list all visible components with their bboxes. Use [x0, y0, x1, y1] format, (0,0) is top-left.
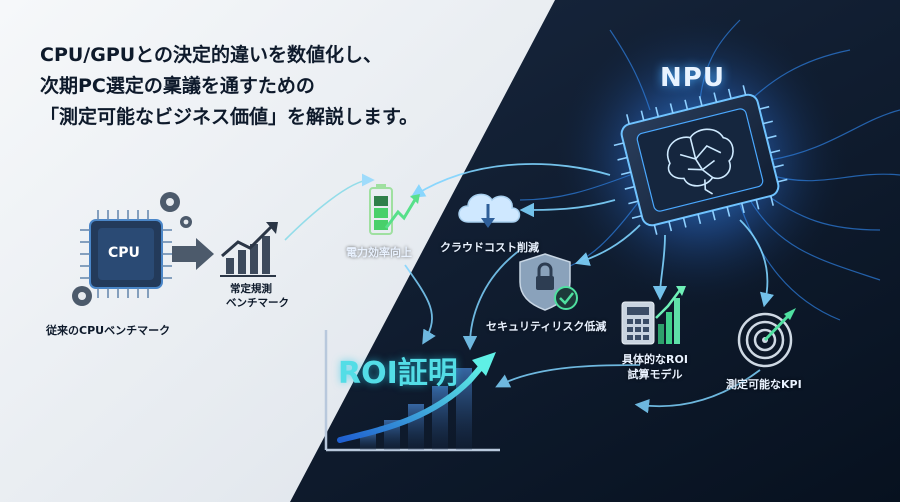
benefit-measurable-kpi: 測定可能なKPI — [726, 378, 802, 391]
target-icon — [737, 308, 796, 368]
benefit-cloud-cost: クラウドコスト削減 — [440, 241, 539, 254]
lock-shield-icon — [519, 253, 578, 311]
bar-chart-icon — [220, 222, 278, 277]
calculator-chart-icon — [621, 286, 686, 345]
cpu-chip — [80, 210, 172, 298]
benefit-power-efficiency: 電力効率向上 — [346, 246, 412, 259]
npu-title: NPU — [660, 63, 725, 93]
arrow-right-icon — [172, 238, 214, 270]
npu-chip — [613, 85, 788, 235]
headline: CPU/GPUとの決定的違いを数値化し、 次期PC選定の稟議を通すための 「測定… — [40, 40, 418, 133]
roi-title: ROI証明 — [338, 356, 458, 391]
headline-line-2: 次期PC選定の稟議を通すための — [40, 75, 315, 97]
growth-chart-icon — [324, 330, 500, 452]
cpu-benchmark-label: 従来のCPUベンチマーク — [46, 324, 171, 337]
benefit-security-risk: セキュリティリスク低減 — [486, 320, 607, 333]
gear-icon — [72, 192, 192, 306]
headline-line-1: CPU/GPUとの決定的違いを数値化し、 — [40, 44, 382, 66]
steady-benchmark-label-line-1: 常定規測 — [230, 283, 272, 295]
benefit-roi-model-line-1: 具体的なROI — [622, 353, 688, 366]
benefit-roi-model-line-2: 試算モデル — [627, 368, 683, 381]
cloud-download-icon — [458, 193, 521, 228]
benefit-roi-model: 具体的なROI 試算モデル — [622, 352, 688, 382]
battery-chart-icon — [369, 184, 420, 235]
cpu-chip-label: CPU — [108, 245, 140, 261]
steady-benchmark-label-line-2: ベンチマーク — [226, 297, 289, 309]
steady-benchmark-label: 常定規測 ベンチマーク — [226, 282, 289, 310]
brain-circuit-icon — [666, 128, 734, 195]
headline-line-3: 「測定可能なビジネス価値」を解説します。 — [40, 106, 419, 128]
